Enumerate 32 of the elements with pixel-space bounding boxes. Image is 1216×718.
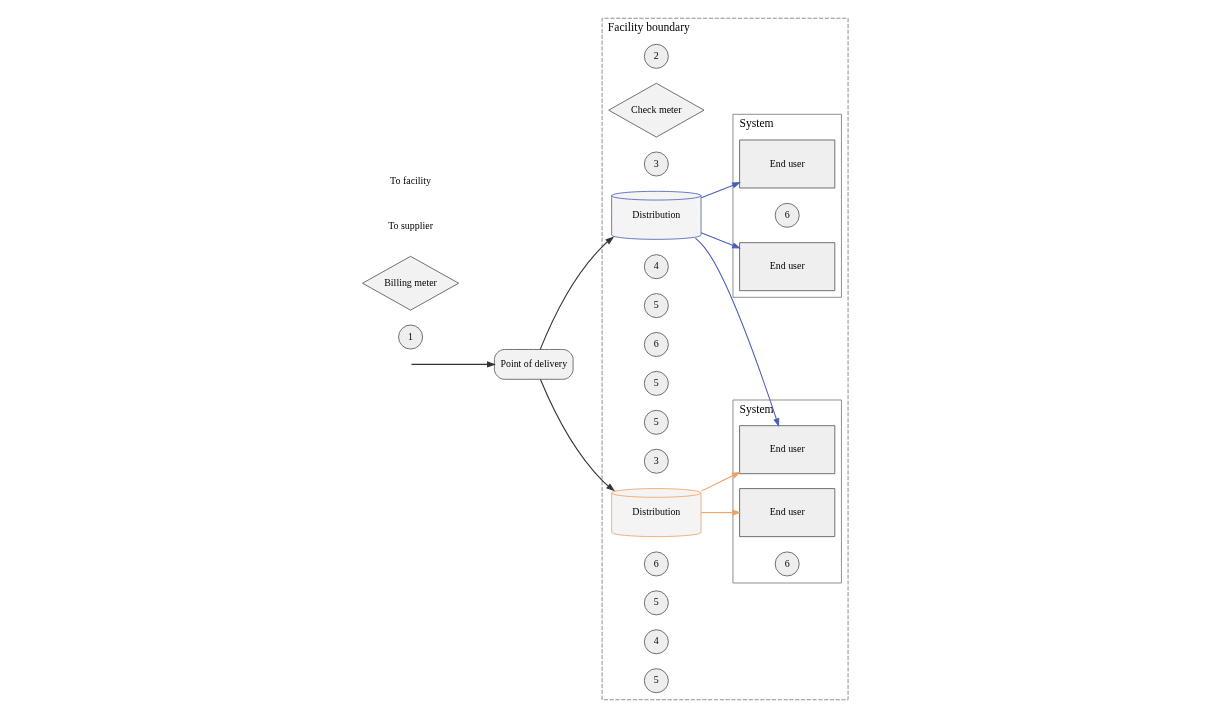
arrow [410,361,496,368]
node-circle: 6 [643,332,669,357]
node-box: Point of delivery [493,349,573,380]
node-circle: 6 [774,551,800,577]
arrow [700,509,741,516]
node-circle: 6 [774,202,800,228]
node-box: End user [738,488,835,538]
arrow [539,236,614,350]
node-circle: 3 [643,448,669,474]
arrow [539,378,615,492]
node-diamond: Billing meter [361,255,459,311]
arrow [700,182,741,199]
arrow [700,471,741,492]
node-circle: 5 [643,590,669,616]
node-box: End user [738,242,835,292]
node-diamond: Check meter [607,82,704,138]
arrow [700,232,741,249]
arrow [694,237,779,428]
node-circle: 2 [643,43,669,69]
label: To facility [389,174,431,186]
node-circle: 3 [643,151,669,177]
node-circle: 5 [643,409,669,435]
node-circle: 1 [397,324,423,350]
node-circle: 6 [643,551,669,577]
node-box: End user [738,139,835,189]
label: To supplier [387,219,433,231]
node-circle: 4 [643,254,669,280]
node-circle: 5 [643,668,669,694]
node-circle: 5 [643,371,669,396]
node-box: End user [738,425,835,475]
node-circle: 5 [643,293,669,318]
node-circle: 4 [643,629,669,655]
